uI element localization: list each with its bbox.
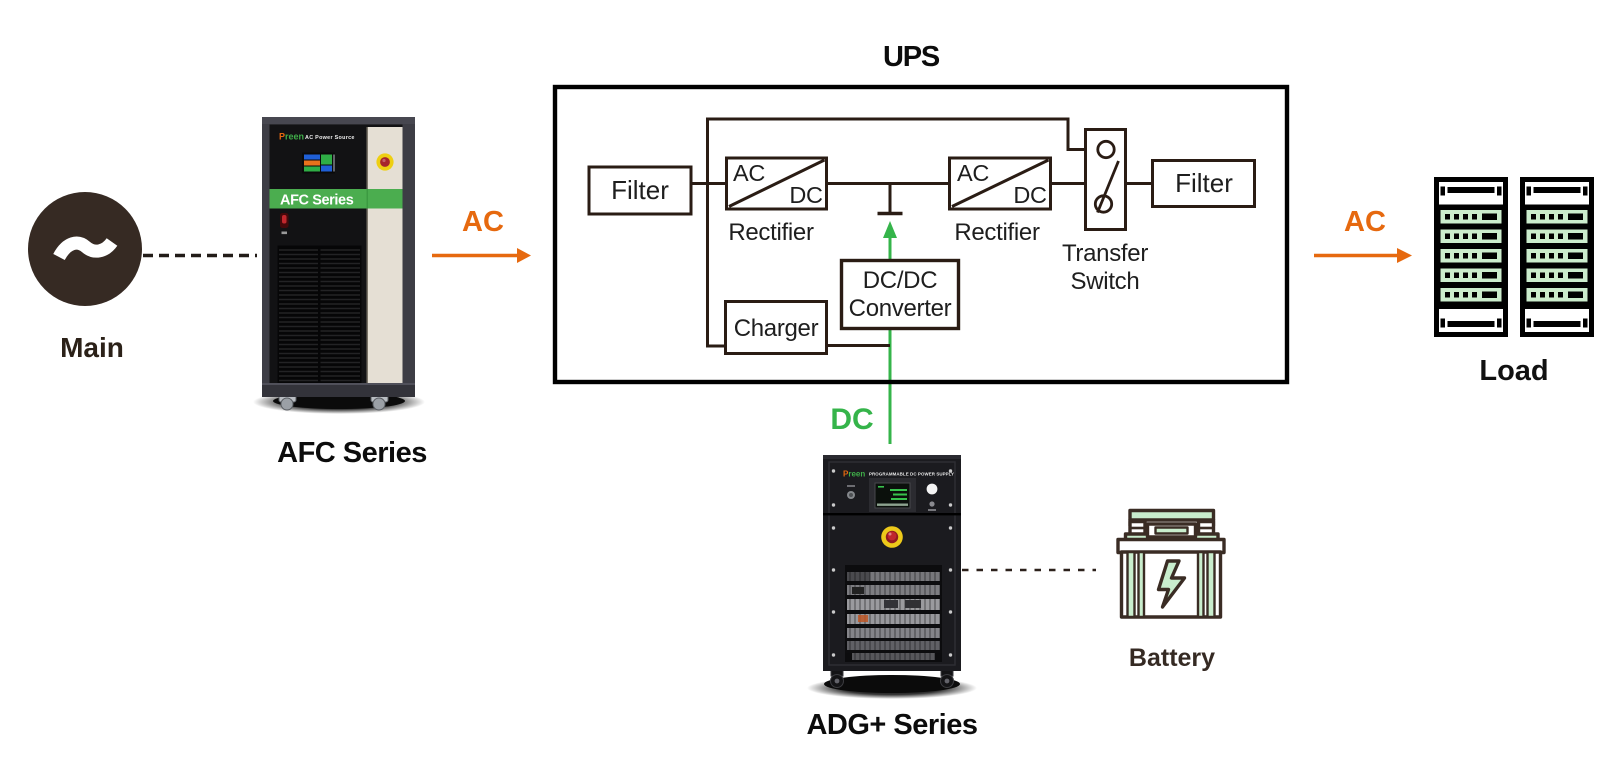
svg-text:Preen: Preen (843, 470, 865, 479)
svg-text:AC: AC (957, 160, 989, 186)
svg-text:Filter: Filter (1175, 168, 1233, 198)
svg-text:DC: DC (1013, 182, 1047, 208)
svg-text:AC: AC (462, 206, 504, 238)
svg-text:Load: Load (1479, 355, 1548, 387)
svg-text:ADG+ Series: ADG+ Series (806, 709, 977, 741)
svg-text:Rectifier: Rectifier (954, 219, 1040, 246)
svg-text:PROGRAMMABLE DC POWER SUPPLY: PROGRAMMABLE DC POWER SUPPLY (869, 472, 954, 477)
svg-text:UPS: UPS (883, 41, 940, 73)
svg-text:DC/DC: DC/DC (863, 267, 938, 294)
svg-text:DC: DC (830, 403, 873, 436)
svg-text:Battery: Battery (1129, 644, 1215, 672)
svg-text:Preen: Preen (279, 132, 304, 142)
svg-text:AC: AC (1344, 206, 1386, 238)
svg-text:Main: Main (60, 332, 124, 363)
svg-text:AFC Series: AFC Series (280, 193, 354, 209)
svg-text:Transfer: Transfer (1062, 240, 1148, 267)
svg-text:Switch: Switch (1071, 268, 1140, 295)
svg-text:Filter: Filter (611, 175, 669, 205)
svg-text:AFC Series: AFC Series (277, 437, 427, 469)
svg-text:Rectifier: Rectifier (728, 219, 814, 246)
svg-text:DC: DC (789, 182, 823, 208)
svg-text:Charger: Charger (734, 315, 819, 342)
svg-text:AC Power Source: AC Power Source (305, 135, 355, 141)
svg-text:AC: AC (733, 160, 765, 186)
svg-text:Converter: Converter (849, 295, 952, 322)
